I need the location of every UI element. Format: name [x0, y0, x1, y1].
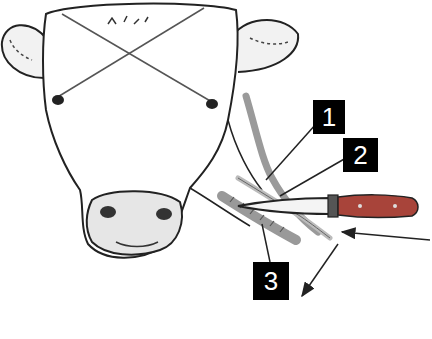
callout-box: 3 [253, 262, 289, 300]
callout-box: 2 [343, 138, 378, 172]
callout-number: 2 [353, 142, 367, 168]
callout-number: 1 [322, 104, 336, 130]
callout-number: 3 [264, 268, 278, 294]
callout-box: 1 [313, 100, 345, 134]
